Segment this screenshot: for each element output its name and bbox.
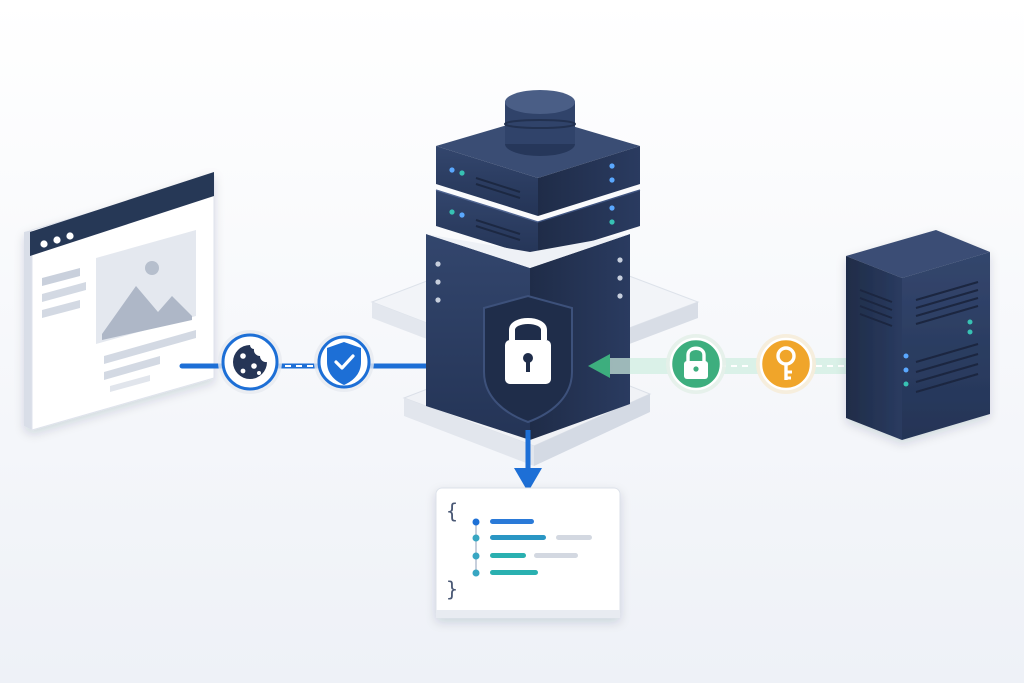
database-cylinder-icon: [504, 90, 576, 156]
code-open-brace: {: [446, 499, 458, 523]
code-json-icon: { }: [435, 487, 621, 619]
key-icon: [756, 334, 816, 394]
server-tower-icon: [846, 230, 990, 440]
shield-check-icon: [314, 332, 374, 392]
window-dot-icon: [53, 236, 61, 244]
arrow-down-icon: [514, 468, 542, 492]
response-flow-line: [514, 430, 542, 492]
arrow-left-icon: [588, 354, 610, 378]
code-close-brace: }: [446, 577, 458, 601]
server-stack-icon: [370, 90, 700, 466]
image-placeholder-icon: [96, 230, 196, 344]
padlock-icon: [483, 294, 573, 424]
padlock-icon: [666, 334, 726, 394]
cookie-icon: [218, 330, 282, 394]
browser-window-icon: [24, 172, 215, 431]
window-dot-icon: [40, 240, 48, 248]
window-dot-icon: [66, 232, 74, 240]
